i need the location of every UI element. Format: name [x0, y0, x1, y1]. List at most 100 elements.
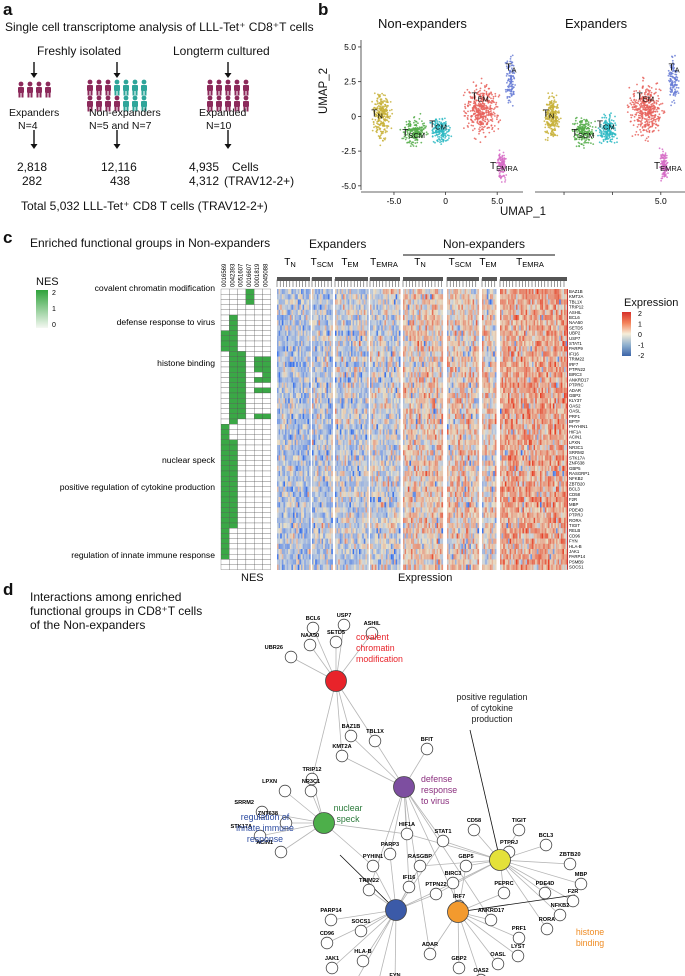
gene-label: PTPRJ — [569, 513, 583, 518]
umap-point — [445, 121, 447, 123]
gene-label: SETD5 — [569, 325, 583, 330]
umap-point — [629, 97, 632, 99]
umap-point — [642, 129, 645, 132]
umap-point — [663, 159, 666, 162]
umap-point — [639, 125, 642, 127]
umap-point — [413, 121, 415, 124]
umap-point — [411, 143, 414, 146]
umap-point — [663, 110, 665, 113]
umap-point — [547, 136, 549, 139]
gene-node — [484, 913, 498, 927]
umap-point — [648, 121, 651, 124]
umap-point — [479, 115, 482, 118]
umap-point — [487, 100, 490, 103]
gene-node-label: CD58 — [467, 818, 481, 824]
hub-label: chromatin — [356, 643, 395, 653]
umap-point — [547, 124, 549, 127]
umap-point — [647, 106, 650, 109]
umap-point — [669, 93, 672, 96]
umap-point — [642, 100, 645, 103]
umap-point — [644, 107, 647, 110]
gene-node-label: KMT2A — [332, 744, 351, 750]
umap-point — [467, 122, 470, 125]
arrow-expanded — [224, 62, 232, 78]
umap-point — [376, 114, 379, 117]
umap-point — [374, 118, 377, 121]
umap-point — [610, 130, 612, 133]
cell-type-header: TEM — [479, 257, 496, 269]
umap-point — [475, 117, 478, 120]
umap-point — [434, 131, 437, 134]
umap-point — [442, 135, 445, 138]
umap-point — [487, 114, 490, 117]
umap-point — [478, 113, 481, 116]
panel-d-title-1: Interactions among enriched — [30, 590, 182, 604]
umap-point — [505, 75, 508, 77]
umap-point — [497, 114, 499, 117]
umap-point — [500, 159, 502, 162]
umap-point — [498, 149, 501, 152]
hub-label: binding — [576, 938, 604, 948]
umap-cluster-label: TA — [669, 63, 680, 75]
umap-point — [388, 117, 391, 119]
umap-point — [382, 102, 384, 104]
umap-point — [635, 107, 637, 109]
umap-cluster-label: TEMRA — [654, 161, 682, 173]
gene-node-label: SETD5 — [327, 630, 345, 636]
gene-label: TBL1X — [569, 299, 582, 304]
umap-point — [643, 97, 645, 100]
umap-point — [502, 151, 505, 154]
umap-point — [387, 120, 390, 123]
umap-point — [647, 96, 650, 99]
umap-point — [630, 103, 633, 106]
umap-point — [674, 95, 677, 97]
umap-point — [649, 89, 651, 92]
column-dendrogram — [276, 277, 310, 287]
gene-node-label: HIF1A — [399, 822, 415, 828]
umap-point — [487, 87, 490, 90]
umap-point — [412, 127, 415, 130]
umap-point — [644, 109, 646, 111]
trav-label: (TRAV12-2+) — [224, 174, 295, 188]
umap-point — [384, 97, 387, 100]
umap-point — [591, 132, 594, 134]
umap-point — [511, 61, 514, 64]
umap-point — [599, 134, 602, 137]
x-tick-label: 5.0 — [491, 196, 503, 206]
umap-point — [476, 120, 479, 123]
panel-c-title: Enriched functional groups in Non-expand… — [30, 236, 271, 250]
umap-point — [377, 126, 380, 128]
person-icon — [132, 95, 138, 112]
umap-point — [423, 132, 425, 135]
umap-point — [417, 127, 420, 130]
umap-point — [633, 90, 636, 93]
gene-node — [366, 859, 380, 873]
umap-point — [583, 118, 585, 121]
umap-point — [485, 98, 488, 101]
umap-point — [602, 125, 605, 128]
gene-label: ZNF638 — [569, 461, 585, 466]
umap-point — [604, 120, 607, 123]
umap-point — [673, 99, 675, 102]
umap-point — [502, 163, 504, 166]
umap-point — [508, 99, 511, 102]
umap-point — [672, 68, 674, 71]
umap-point — [389, 109, 391, 112]
umap-point — [373, 92, 376, 95]
umap-point — [650, 114, 653, 117]
umap-point — [640, 121, 642, 123]
umap-point — [648, 126, 651, 129]
gene-node-label: BCL3 — [539, 833, 554, 839]
umap-point — [635, 108, 637, 111]
gene-label: BAZ1B — [569, 289, 583, 294]
umap-point — [379, 124, 382, 126]
umap-point — [548, 103, 551, 106]
gene-node — [420, 742, 434, 756]
umap-point — [637, 114, 640, 117]
umap-point — [644, 123, 647, 126]
umap-point — [594, 120, 596, 123]
umap-point — [651, 124, 654, 127]
umap-point — [486, 127, 489, 129]
umap-point — [490, 124, 493, 127]
